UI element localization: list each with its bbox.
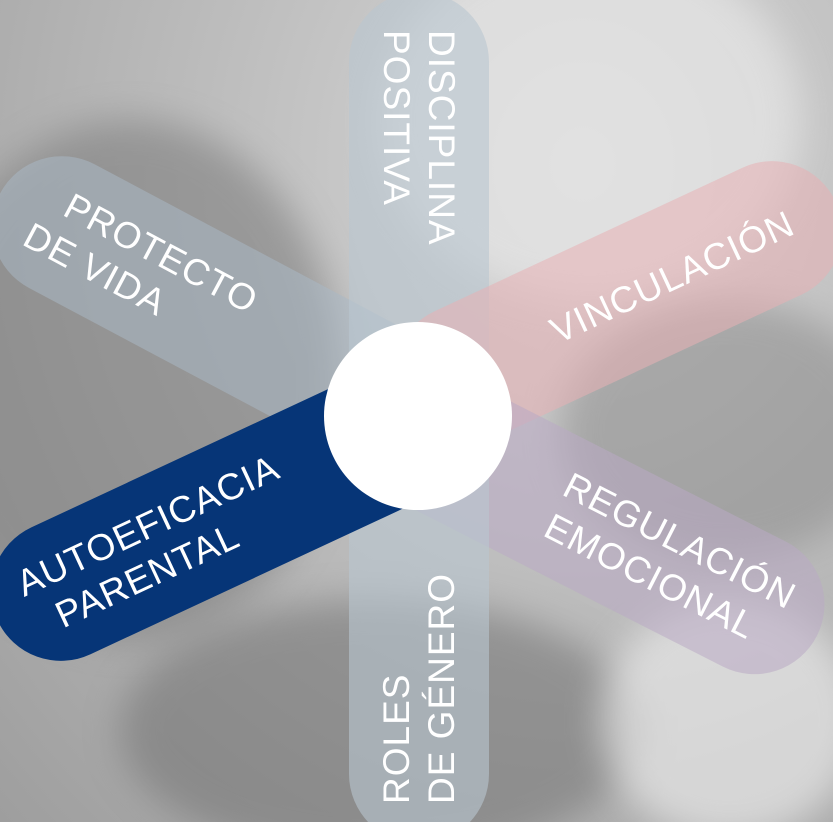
center-hub [324, 322, 512, 510]
